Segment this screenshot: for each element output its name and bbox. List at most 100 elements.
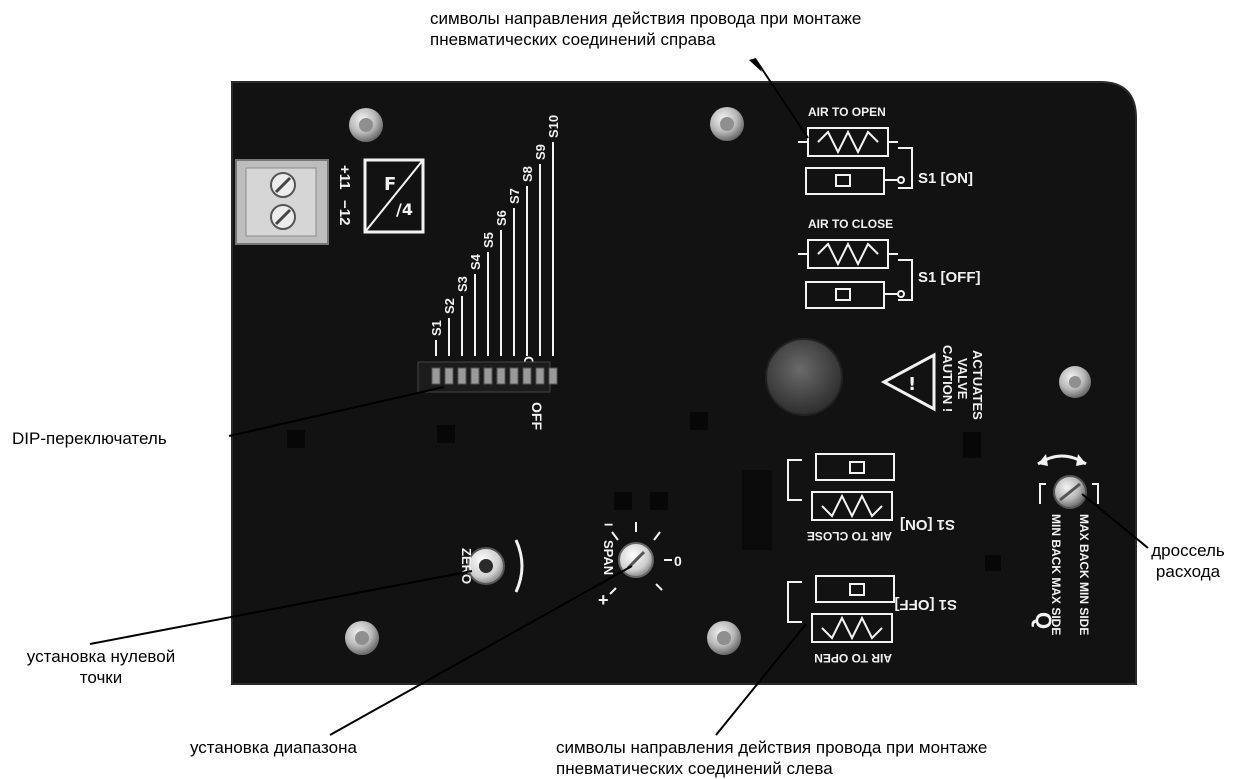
svg-text:/4: /4 bbox=[396, 200, 413, 219]
s1-on-label: S1 [ON] bbox=[918, 170, 973, 187]
recess bbox=[690, 412, 708, 430]
dip-switch-label-8: S8 bbox=[520, 166, 535, 182]
leader-line-dip-switch bbox=[228, 386, 445, 437]
span-zero-label: 0 bbox=[674, 553, 682, 569]
dip-toggle-8[interactable] bbox=[522, 367, 532, 385]
dip-toggle-4[interactable] bbox=[470, 367, 480, 385]
push-button[interactable] bbox=[765, 338, 843, 416]
dip-switch-label-4: S4 bbox=[468, 253, 483, 270]
valve-symbol-air-to-open-inverted-icon: AIR TO OPEN bbox=[787, 575, 895, 665]
recess bbox=[650, 492, 668, 510]
caution-line3: ACTUATES bbox=[970, 350, 985, 420]
arrow-head-icon bbox=[749, 58, 762, 72]
air-to-close-inverted-label: AIR TO CLOSE bbox=[807, 529, 892, 543]
electronics-panel bbox=[231, 81, 1137, 685]
screw-icon bbox=[349, 108, 383, 142]
zero-label: ZERO bbox=[459, 548, 474, 584]
leader-line-throttle bbox=[1081, 493, 1149, 549]
svg-text:F: F bbox=[384, 174, 396, 195]
recess bbox=[963, 432, 981, 458]
dip-switch-label-6: S6 bbox=[494, 210, 509, 226]
callout-zero-point-line2: точки bbox=[79, 668, 123, 687]
arrow-head-icon bbox=[1038, 454, 1048, 466]
rotate-arrow-icon bbox=[514, 539, 524, 593]
span-label: SPAN bbox=[601, 540, 616, 575]
dip-toggle-9[interactable] bbox=[535, 367, 545, 385]
callout-left-connections-line2: пневматических соединений слева bbox=[556, 759, 833, 778]
terminal-minus-label: −12 bbox=[336, 200, 353, 225]
callout-span: установка диапазона bbox=[190, 737, 357, 758]
callout-right-connections-line1: символы направления действия провода при… bbox=[430, 9, 862, 28]
dip-switch-label-2: S2 bbox=[442, 298, 457, 314]
recess bbox=[287, 430, 305, 448]
fuse-symbol-icon: F /4 bbox=[363, 158, 425, 234]
dip-toggle-1[interactable] bbox=[431, 367, 441, 385]
callout-left-connections: символы направления действия провода при… bbox=[556, 737, 987, 779]
span-scale-ticks-icon bbox=[609, 522, 672, 595]
caution-line1: CAUTION ! bbox=[940, 345, 955, 412]
recess bbox=[437, 425, 455, 443]
callout-dip-switch-text: DIP-переключатель bbox=[12, 429, 167, 448]
q-mark-label: Q bbox=[1031, 612, 1056, 629]
air-to-open-inverted-label: AIR TO OPEN bbox=[814, 651, 892, 665]
valve-symbol-air-to-close-inverted-icon: AIR TO CLOSE bbox=[787, 453, 895, 543]
bracket-icon bbox=[1092, 483, 1099, 504]
max-back-min-side-label: MAX BACK MIN SIDE bbox=[1077, 514, 1091, 635]
terminal-block[interactable] bbox=[235, 159, 329, 245]
dip-switch-label-9: S9 bbox=[533, 144, 548, 160]
exclamation-icon: ! bbox=[908, 374, 916, 395]
callout-right-connections-line2: пневматических соединений справа bbox=[430, 30, 716, 49]
screw-icon bbox=[707, 621, 741, 655]
dip-switch-labels: S1 S2 S3 S4 S5 S6 S7 S8 S9 S10 bbox=[429, 115, 561, 336]
caution-triangle-icon bbox=[880, 352, 936, 412]
s1-on-inverted-label: S1 [ON] bbox=[900, 516, 955, 533]
dip-toggle-3[interactable] bbox=[457, 367, 467, 385]
callout-right-connections: символы направления действия провода при… bbox=[430, 8, 861, 50]
air-to-close-label: AIR TO CLOSE bbox=[808, 217, 893, 231]
leader-line-left-connections bbox=[715, 623, 807, 736]
dip-switch[interactable] bbox=[417, 361, 558, 393]
dip-off-label: OFF bbox=[529, 402, 545, 430]
callout-left-connections-line1: символы направления действия провода при… bbox=[556, 738, 988, 757]
dip-switch-label-1: S1 bbox=[429, 320, 444, 336]
callout-dip-switch: DIP-переключатель bbox=[12, 428, 167, 449]
s1-off-inverted-label: S1 [OFF] bbox=[894, 596, 957, 613]
zero-potentiometer[interactable] bbox=[467, 547, 505, 585]
arrow-head-icon bbox=[1076, 454, 1086, 466]
dip-switch-label-3: S3 bbox=[455, 276, 470, 292]
screw-icon bbox=[1059, 366, 1091, 398]
dip-switch-label-7: S7 bbox=[507, 188, 522, 204]
dip-toggle-2[interactable] bbox=[444, 367, 454, 385]
min-back-max-side-label: MIN BACK MAX SIDE bbox=[1049, 514, 1063, 635]
leader-lines bbox=[89, 59, 1149, 736]
recess bbox=[985, 555, 1001, 571]
air-to-open-label: AIR TO OPEN bbox=[808, 105, 886, 119]
recess bbox=[614, 492, 632, 510]
dip-switch-label-10: S10 bbox=[546, 115, 561, 138]
callout-zero-point: установка нулевой точки bbox=[8, 646, 194, 688]
dip-switch-lines bbox=[435, 142, 554, 356]
terminal-plus-label: +11 bbox=[336, 165, 353, 190]
caution-line2: VALVE bbox=[955, 358, 970, 400]
callout-span-text: установка диапазона bbox=[190, 738, 357, 757]
flow-throttle-screw[interactable] bbox=[1053, 475, 1087, 509]
callout-throttle-line1: дроссель bbox=[1151, 541, 1225, 560]
screw-icon bbox=[345, 621, 379, 655]
s1-off-label: S1 [OFF] bbox=[918, 269, 981, 286]
span-plus-label: + bbox=[598, 590, 609, 610]
leader-line-right-connections bbox=[755, 59, 809, 139]
dip-toggle-6[interactable] bbox=[496, 367, 506, 385]
leader-line-span bbox=[329, 565, 633, 736]
dip-toggle-7[interactable] bbox=[509, 367, 519, 385]
dip-switch-label-5: S5 bbox=[481, 232, 496, 248]
dip-toggle-10[interactable] bbox=[548, 367, 558, 385]
span-minus-label: − bbox=[604, 517, 613, 534]
dip-toggle-5[interactable] bbox=[483, 367, 493, 385]
callout-throttle: дроссель расхода bbox=[1140, 540, 1236, 582]
recess bbox=[742, 470, 772, 550]
callout-throttle-line2: расхода bbox=[1155, 562, 1221, 581]
callout-zero-point-line1: установка нулевой bbox=[26, 647, 176, 666]
span-potentiometer[interactable] bbox=[618, 542, 654, 578]
